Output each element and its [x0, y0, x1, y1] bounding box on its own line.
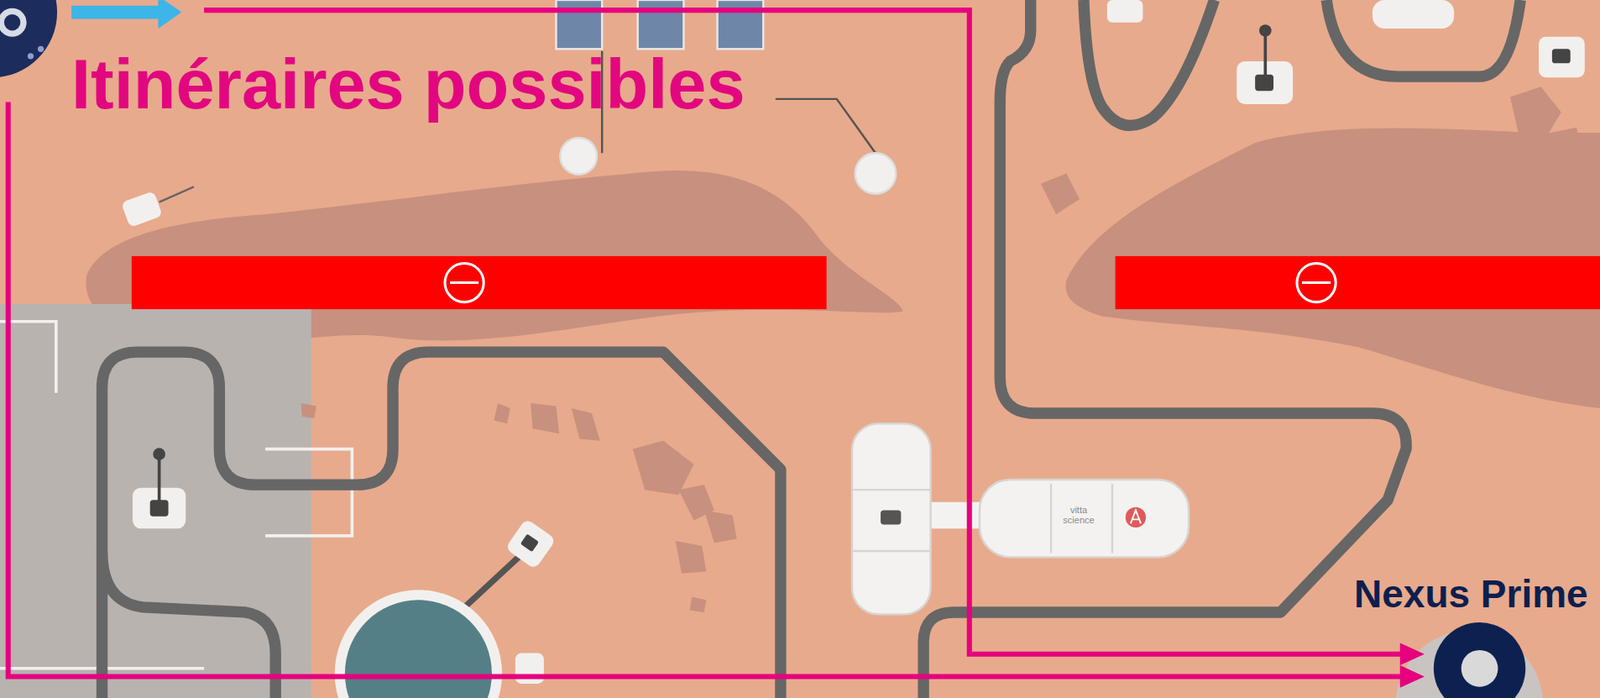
- route: [8, 10, 1407, 676]
- greenhouse: [334, 517, 557, 698]
- route-arrowhead: [1400, 642, 1425, 665]
- node-label: Nexus Prime: [1354, 572, 1590, 616]
- logo: [1125, 507, 1146, 528]
- map-title: Itinéraires possibles: [71, 49, 746, 120]
- robot: [0, 0, 58, 78]
- building-label: vitta science: [1062, 505, 1094, 525]
- base-area: [0, 303, 312, 698]
- start-arrow: [71, 0, 182, 29]
- rocks: [301, 86, 1583, 612]
- station-label: Nexus Prime: [1354, 572, 1590, 616]
- nexus-station: [1396, 622, 1543, 698]
- plateau: [1066, 128, 1600, 408]
- route-arrowhead: [1400, 664, 1425, 688]
- base-outline: [0, 321, 352, 669]
- habitat: [852, 423, 1189, 614]
- barrier: [131, 256, 827, 309]
- barrier: [1115, 256, 1600, 309]
